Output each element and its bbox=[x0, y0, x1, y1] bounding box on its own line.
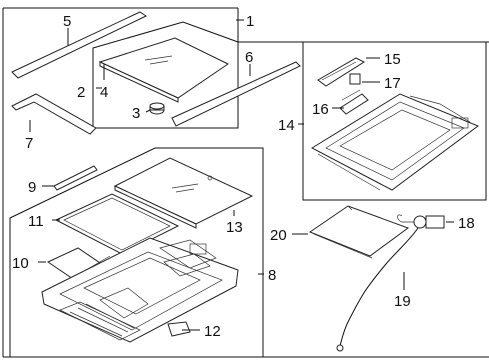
glass-panel-box bbox=[92, 21, 239, 129]
part-20-roller-shade bbox=[308, 205, 410, 259]
leader-lines bbox=[29, 19, 454, 331]
part-18-motor bbox=[397, 214, 445, 229]
callout-16: 16 bbox=[312, 101, 329, 118]
part-12-bracket bbox=[167, 321, 191, 337]
callout-6: 6 bbox=[245, 49, 253, 66]
part-9-strip bbox=[53, 165, 98, 191]
callout-20: 20 bbox=[270, 227, 287, 244]
callout-13: 13 bbox=[226, 219, 243, 236]
part-16-guide-rail bbox=[339, 89, 369, 115]
callout-15: 15 bbox=[384, 51, 401, 68]
callout-1: 1 bbox=[246, 13, 254, 30]
part-15-deflector bbox=[317, 57, 366, 87]
callout-18: 18 bbox=[458, 215, 475, 232]
part-6-trim-strip bbox=[171, 61, 301, 127]
part-5-weatherstrip bbox=[11, 11, 148, 79]
roof-panel-box bbox=[9, 147, 264, 358]
main-assembly-frame-top bbox=[237, 8, 489, 43]
part-3-grommet bbox=[149, 102, 165, 115]
frame-assembly-box bbox=[302, 41, 487, 201]
callout-9: 9 bbox=[28, 179, 36, 196]
callout-2: 2 bbox=[77, 84, 85, 101]
part-4-glass-panel bbox=[98, 37, 229, 103]
callout-5: 5 bbox=[63, 13, 71, 30]
callout-17: 17 bbox=[384, 75, 401, 92]
part-17-bracket bbox=[349, 73, 361, 85]
part-14-sunroof-frame bbox=[310, 93, 480, 191]
callout-8: 8 bbox=[268, 267, 276, 284]
part-7-seal bbox=[11, 93, 97, 135]
part-19-drain-hose bbox=[336, 227, 419, 352]
callout-12: 12 bbox=[204, 323, 221, 340]
assembly-frames bbox=[2, 7, 489, 358]
part-13-main-glass bbox=[113, 157, 254, 229]
callout-labels: 1 2 3 4 5 6 7 8 9 10 11 12 13 14 15 16 1… bbox=[12, 13, 475, 340]
callout-3: 3 bbox=[132, 105, 140, 122]
callout-7: 7 bbox=[25, 135, 33, 152]
callout-4: 4 bbox=[100, 84, 108, 101]
callout-10: 10 bbox=[12, 255, 29, 272]
callout-11: 11 bbox=[28, 213, 44, 230]
callout-14: 14 bbox=[278, 117, 295, 134]
part-8-roof-panel bbox=[41, 237, 239, 343]
callout-19: 19 bbox=[394, 293, 411, 310]
